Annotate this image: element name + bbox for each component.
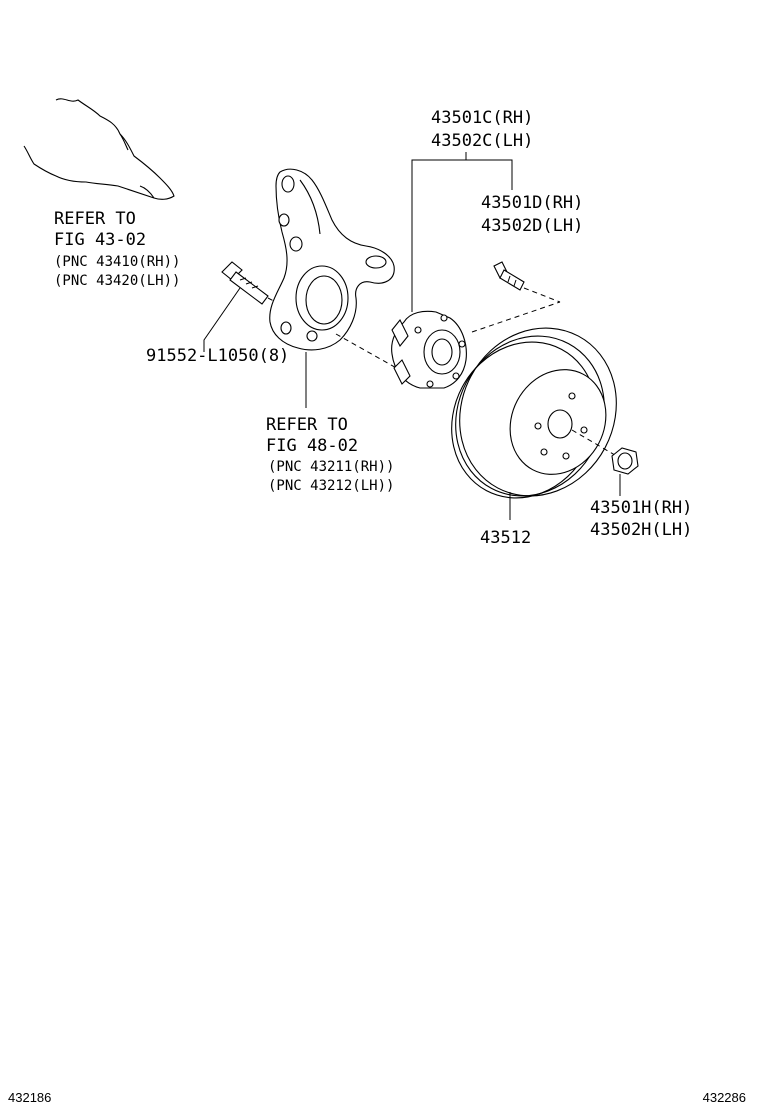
hub-bolt-dashed-line [523, 287, 561, 303]
hub-dashed-line [471, 301, 561, 333]
part-43501c-rh-label: 43501C(RH) [431, 108, 533, 128]
hub-nut-part [611, 447, 639, 475]
part-43502h-lh-label: 43502H(LH) [590, 520, 692, 540]
refer-fig-43-02-line3: (PNC 43410(RH)) [54, 254, 180, 270]
hub-bearing-part [391, 310, 467, 389]
part-91552-l1050-label: 91552-L1050(8) [146, 346, 289, 366]
reference-cloud-shape [23, 98, 175, 200]
knuckle-dashed-line [335, 333, 401, 371]
hub-bolt-part [493, 261, 525, 291]
knuckle-bolt-part [221, 261, 269, 305]
refer-fig-48-02-line3: (PNC 43211(RH)) [268, 459, 394, 475]
part-43501d-rh-label: 43501D(RH) [481, 193, 583, 213]
refer-fig-48-02-line2: FIG 48-02 [266, 436, 358, 456]
part-43502d-lh-label: 43502D(LH) [481, 216, 583, 236]
refer-fig-43-02-line2: FIG 43-02 [54, 230, 146, 250]
leader-43501c-bracket [411, 159, 513, 312]
refer-fig-48-02-line4: (PNC 43212(LH)) [268, 478, 394, 494]
footer-left-code: 432186 [8, 1090, 52, 1105]
refer-fig-48-02-line1: REFER TO [266, 415, 348, 435]
refer-fig-43-02-line1: REFER TO [54, 209, 136, 229]
leader-91552 [203, 287, 241, 352]
footer-right-code: 432286 [702, 1090, 746, 1105]
refer-fig-43-02-line4: (PNC 43420(LH)) [54, 273, 180, 289]
steering-knuckle-part [269, 168, 395, 351]
part-43502c-lh-label: 43502C(LH) [431, 131, 533, 151]
part-43512-label: 43512 [480, 528, 531, 548]
brake-rotor-part [451, 327, 617, 499]
part-43501h-rh-label: 43501H(RH) [590, 498, 692, 518]
rotor-dashed-line [571, 429, 621, 459]
